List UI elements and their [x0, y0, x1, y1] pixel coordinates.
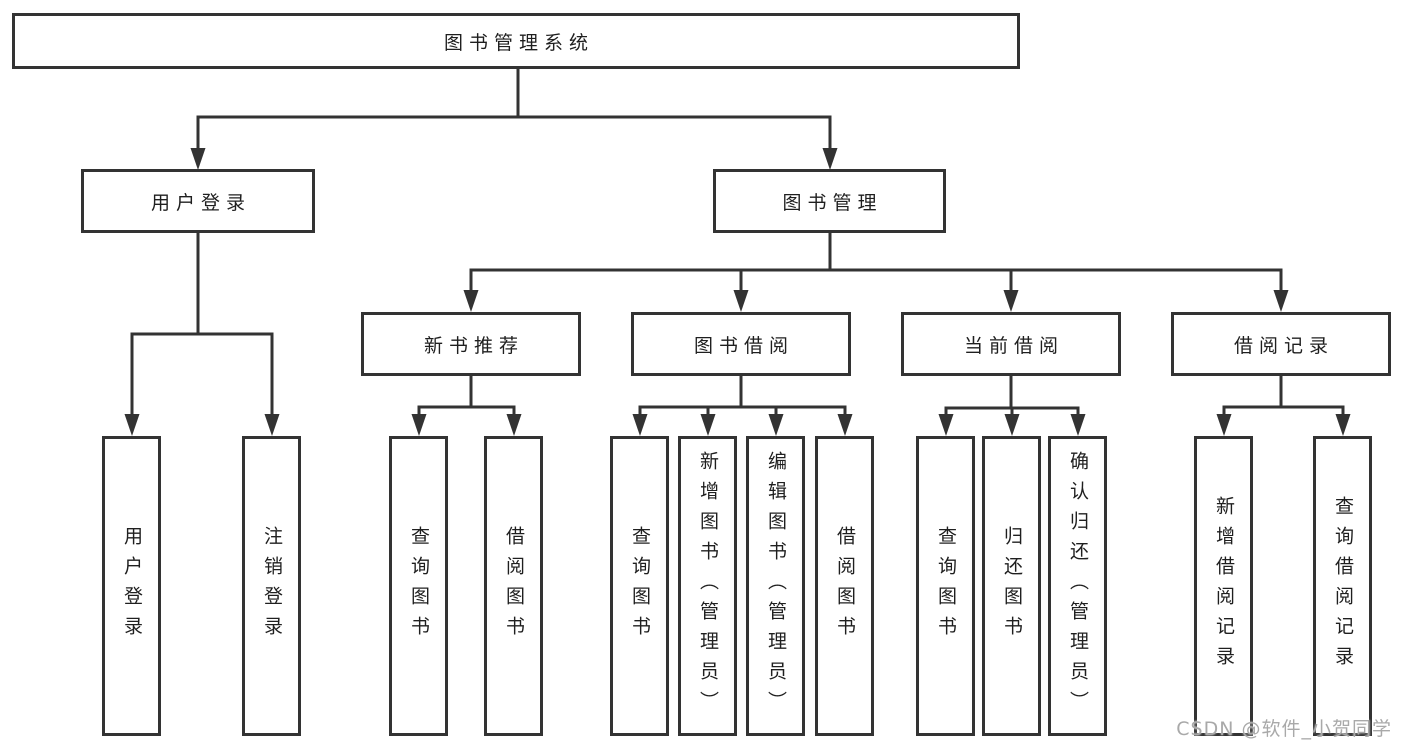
- node-library-management-system: 图书管理系统: [12, 13, 1020, 69]
- arrow-down-icon: [463, 290, 479, 312]
- arrow-down-icon: [1004, 414, 1020, 436]
- leaf-query-books: 查询图书: [916, 436, 975, 736]
- arrow-down-icon: [506, 414, 522, 436]
- arrow-down-icon: [700, 414, 716, 436]
- leaf-edit-books-admin: 编辑图书（管理员）: [746, 436, 805, 736]
- leaf-logout: 注销登录: [242, 436, 301, 736]
- node-book-borrowing: 图书借阅: [631, 312, 851, 376]
- node-borrowing-records: 借阅记录: [1171, 312, 1391, 376]
- leaf-confirm-return-admin: 确认归还（管理员）: [1048, 436, 1107, 736]
- arrow-down-icon: [190, 148, 206, 170]
- node-new-book-recommendation: 新书推荐: [361, 312, 581, 376]
- arrow-down-icon: [124, 414, 140, 436]
- arrow-down-icon: [837, 414, 853, 436]
- arrow-down-icon: [1273, 290, 1289, 312]
- arrow-down-icon: [1335, 414, 1351, 436]
- arrow-down-icon: [822, 148, 838, 170]
- leaf-query-books: 查询图书: [610, 436, 669, 736]
- connector-book-management-to-level3: [469, 231, 1283, 295]
- leaf-add-borrow-record: 新增借阅记录: [1194, 436, 1253, 736]
- leaf-borrow-books: 借阅图书: [815, 436, 874, 736]
- arrow-down-icon: [938, 414, 954, 436]
- watermark: CSDN @软件_小贺同学: [1176, 718, 1392, 740]
- node-user-login: 用户登录: [81, 169, 315, 233]
- leaf-add-books-admin: 新增图书（管理员）: [678, 436, 737, 736]
- leaf-query-books: 查询图书: [389, 436, 448, 736]
- connector-new-book-to-leaves: [417, 374, 516, 419]
- arrow-down-icon: [1216, 414, 1232, 436]
- connector-current-borrow-to-leaves: [944, 374, 1080, 419]
- connector-book-borrow-to-leaves: [638, 374, 847, 419]
- connector-user-login-to-leaves: [130, 231, 274, 419]
- connector-borrow-records-to-leaves: [1222, 374, 1345, 419]
- arrow-down-icon: [1070, 414, 1086, 436]
- leaf-return-books: 归还图书: [982, 436, 1041, 736]
- node-current-borrowing: 当前借阅: [901, 312, 1121, 376]
- leaf-query-borrow-record: 查询借阅记录: [1313, 436, 1372, 736]
- arrow-down-icon: [632, 414, 648, 436]
- leaf-user-login: 用户登录: [102, 436, 161, 736]
- arrow-down-icon: [1003, 290, 1019, 312]
- arrow-down-icon: [264, 414, 280, 436]
- arrow-down-icon: [411, 414, 427, 436]
- leaf-borrow-books: 借阅图书: [484, 436, 543, 736]
- node-book-management: 图书管理: [713, 169, 946, 233]
- arrow-down-icon: [733, 290, 749, 312]
- connector-root-to-level2: [196, 67, 832, 152]
- arrow-down-icon: [768, 414, 784, 436]
